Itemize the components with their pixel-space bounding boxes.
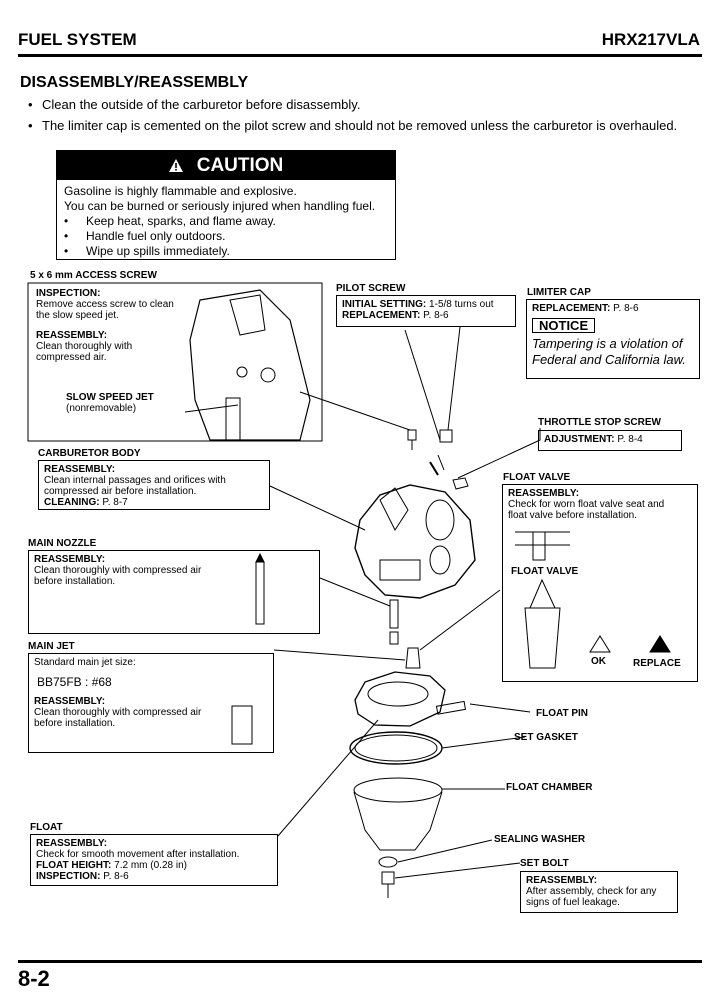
- pilot-screw-title: PILOT SCREW: [336, 283, 406, 294]
- label: REASSEMBLY:: [508, 488, 580, 499]
- caution-item: Wipe up spills immediately.: [64, 244, 388, 259]
- float-valve-inner-label: FLOAT VALVE: [511, 566, 579, 577]
- value: 1-5/8 turns out: [429, 299, 494, 310]
- value: 7.2 mm (0.28 in): [114, 860, 187, 871]
- footer-rule: [18, 960, 702, 963]
- label: REASSEMBLY:: [36, 838, 108, 849]
- text-line: compressed air.: [36, 352, 107, 363]
- access-screw-frame: [27, 282, 323, 442]
- label: REASSEMBLY:: [526, 875, 598, 886]
- set-bolt-title: SET BOLT: [520, 858, 569, 869]
- main-jet-box: Standard main jet size: BB75FB : #68 REA…: [28, 653, 274, 753]
- caution-title: CAUTION: [196, 155, 284, 176]
- carb-body-box: REASSEMBLY: Clean internal passages and …: [38, 460, 270, 510]
- label: SLOW SPEED JET: [66, 392, 154, 403]
- caution-line: Gasoline is highly flammable and explosi…: [64, 184, 297, 198]
- pilot-screw-box: INITIAL SETTING: 1-5/8 turns out REPLACE…: [336, 295, 516, 327]
- text-line: before installation.: [34, 576, 116, 587]
- caution-item: Keep heat, sparks, and flame away.: [64, 214, 388, 229]
- header-chapter: FUEL SYSTEM: [18, 30, 137, 49]
- text-line: Clean thoroughly with: [36, 341, 133, 352]
- notice-badge: NOTICE: [532, 318, 596, 333]
- header-rule: [18, 54, 702, 57]
- float-valve-box: REASSEMBLY: Check for worn float valve s…: [502, 484, 698, 682]
- text-line: Standard main jet size:: [34, 657, 136, 668]
- label: REASSEMBLY:: [34, 696, 106, 707]
- set-gasket-label: SET GASKET: [514, 732, 578, 743]
- header-model: HRX217VLA: [601, 30, 700, 49]
- throttle-stop-title: THROTTLE STOP SCREW: [538, 417, 661, 428]
- access-screw-title: 5 x 6 mm ACCESS SCREW: [30, 270, 157, 281]
- carb-body-title: CARBURETOR BODY: [38, 448, 141, 459]
- caution-bar: CAUTION: [57, 151, 395, 180]
- bullet-item: The limiter cap is cemented on the pilot…: [28, 115, 677, 136]
- float-chamber-label: FLOAT CHAMBER: [506, 782, 593, 793]
- slow-jet-label: SLOW SPEED JET (nonremovable): [66, 392, 154, 414]
- limiter-cap-title: LIMITER CAP: [527, 287, 591, 298]
- text-line: before installation.: [34, 718, 116, 729]
- caution-item: Handle fuel only outdoors.: [64, 229, 388, 244]
- text-line: Clean internal passages and orifices wit…: [44, 475, 226, 486]
- page-number: 8-2: [18, 966, 50, 991]
- label: ADJUSTMENT:: [544, 434, 615, 445]
- notice-line: Federal and California law.: [532, 352, 686, 367]
- intro-bullets: Clean the outside of the carburetor befo…: [28, 94, 677, 136]
- text-line: signs of fuel leakage.: [526, 897, 620, 908]
- float-box: REASSEMBLY: Check for smooth movement af…: [30, 834, 278, 886]
- text-line: Check for smooth movement after installa…: [36, 849, 240, 860]
- caution-box: CAUTION Gasoline is highly flammable and…: [56, 150, 396, 260]
- limiter-cap-box: REPLACEMENT: P. 8-6 NOTICE Tampering is …: [526, 299, 700, 379]
- label: INSPECTION:: [36, 288, 101, 299]
- text-line: Clean thoroughly with compressed air: [34, 565, 202, 576]
- notice-line: Tampering is a violation of: [532, 336, 683, 351]
- text-line: the slow speed jet.: [36, 310, 119, 321]
- value: P. 8-6: [103, 871, 129, 882]
- value: P. 8-7: [102, 497, 128, 508]
- text-line: compressed air before installation.: [44, 486, 197, 497]
- value: P. 8-4: [617, 434, 643, 445]
- label: REASSEMBLY:: [36, 330, 108, 341]
- caution-line: You can be burned or seriously injured w…: [64, 199, 376, 213]
- float-valve-title: FLOAT VALVE: [503, 472, 571, 483]
- set-bolt-box: REASSEMBLY: After assembly, check for an…: [520, 871, 678, 913]
- label: CLEANING:: [44, 497, 100, 508]
- main-nozzle-title: MAIN NOZZLE: [28, 538, 97, 549]
- section-title: DISASSEMBLY/REASSEMBLY: [20, 74, 249, 91]
- label: REPLACEMENT:: [532, 303, 611, 314]
- text-line: float valve before installation.: [508, 510, 637, 521]
- text-line: Clean thoroughly with compressed air: [34, 707, 202, 718]
- label: INITIAL SETTING:: [342, 299, 427, 310]
- value: P. 8-6: [613, 303, 639, 314]
- label: FLOAT HEIGHT:: [36, 860, 112, 871]
- label: REPLACEMENT:: [342, 310, 421, 321]
- ok-label: OK: [591, 656, 606, 667]
- text-line: Remove access screw to clean: [36, 299, 174, 310]
- throttle-stop-box: ADJUSTMENT: P. 8-4: [538, 430, 682, 451]
- note: (nonremovable): [66, 403, 137, 414]
- main-jet-title: MAIN JET: [28, 641, 75, 652]
- bullet-item: Clean the outside of the carburetor befo…: [28, 94, 677, 115]
- main-nozzle-box: REASSEMBLY: Clean thoroughly with compre…: [28, 550, 320, 634]
- label: INSPECTION:: [36, 871, 101, 882]
- jet-size-value: BB75FB : #68: [37, 675, 112, 689]
- float-pin-label: FLOAT PIN: [536, 708, 589, 719]
- replace-label: REPLACE: [633, 658, 681, 669]
- sealing-washer-label: SEALING WASHER: [494, 834, 586, 845]
- access-screw-notes: INSPECTION: Remove access screw to clean…: [36, 288, 196, 363]
- float-title: FLOAT: [30, 822, 63, 833]
- label: REASSEMBLY:: [44, 464, 116, 475]
- label: REASSEMBLY:: [34, 554, 106, 565]
- text-line: After assembly, check for any: [526, 886, 657, 897]
- value: P. 8-6: [423, 310, 449, 321]
- text-line: Check for worn float valve seat and: [508, 499, 665, 510]
- warning-icon: [168, 159, 183, 172]
